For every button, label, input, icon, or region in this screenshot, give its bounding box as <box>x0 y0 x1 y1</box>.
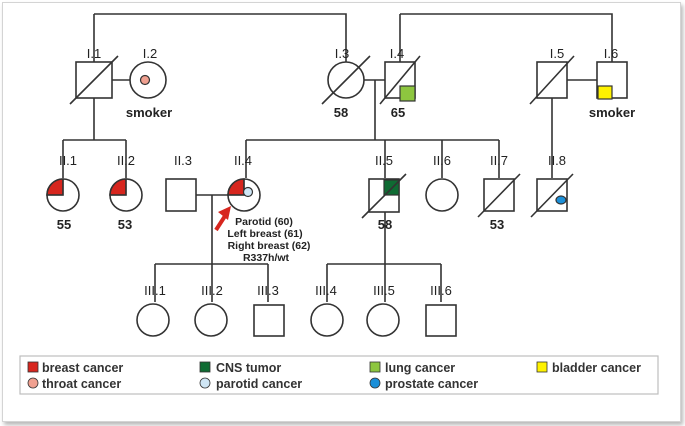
prostate-cancer-mark-ii8 <box>555 195 567 205</box>
line-i4-i6-mating <box>399 13 613 62</box>
label-ii3: II.3 <box>174 153 192 168</box>
label-ii6: II.6 <box>433 153 451 168</box>
deceased-slash-i4 <box>379 55 421 105</box>
symbol-iii6 <box>425 304 457 337</box>
label-i4: I.4 <box>390 46 404 61</box>
breast-cancer-legend-icon <box>27 361 39 373</box>
label-i6: I.6 <box>604 46 618 61</box>
breast-cancer-mark-ii2 <box>109 178 127 196</box>
age-i4: 65 <box>391 105 405 120</box>
symbol-iii2 <box>194 303 228 337</box>
symbol-iii3 <box>253 304 285 337</box>
deceased-slash-ii7 <box>477 173 521 218</box>
parotid-cancer-mark-ii4 <box>242 186 254 198</box>
symbol-iii4 <box>310 303 344 337</box>
proband-note-1: Parotid (60) <box>235 216 293 228</box>
symbol-iii1 <box>136 303 170 337</box>
age-ii7: 53 <box>490 217 504 232</box>
cns-tumor-legend-icon <box>199 361 211 373</box>
legend-box <box>19 355 659 395</box>
deceased-slash-ii8 <box>530 173 574 218</box>
deceased-slash-i1 <box>69 55 119 105</box>
legend-label-prostate-cancer: prostate cancer <box>385 377 478 391</box>
label-iii5: III.5 <box>373 283 395 298</box>
label-ii5: II.5 <box>375 153 393 168</box>
line-i1-children <box>62 98 127 178</box>
legend-label-breast-cancer: breast cancer <box>42 361 123 375</box>
label-i3: I.3 <box>335 46 349 61</box>
proband-arrow <box>214 206 231 232</box>
label-iii2: III.2 <box>201 283 223 298</box>
line-i3-i4-children <box>245 80 500 178</box>
label-ii8: II.8 <box>548 153 566 168</box>
bladder-cancer-legend-icon <box>536 361 548 373</box>
label-ii2: II.2 <box>117 153 135 168</box>
note-i6: smoker <box>589 105 635 120</box>
label-iii3: III.3 <box>257 283 279 298</box>
line-ii3-ii4-children <box>154 195 269 302</box>
breast-cancer-mark-ii1 <box>46 178 64 196</box>
legend: breast cancer CNS tumor lung cancer blad… <box>19 355 659 395</box>
symbol-iii5 <box>366 303 400 337</box>
throat-cancer-mark-i2 <box>139 74 151 86</box>
deceased-slash-i3 <box>321 55 371 105</box>
label-iii4: III.4 <box>315 283 337 298</box>
legend-label-cns-tumor: CNS tumor <box>216 361 281 375</box>
breast-cancer-mark-ii4 <box>227 178 245 196</box>
legend-label-bladder-cancer: bladder cancer <box>552 361 641 375</box>
legend-label-throat-cancer: throat cancer <box>42 377 121 391</box>
line-ii5-children <box>326 212 442 302</box>
label-i1: I.1 <box>87 46 101 61</box>
label-ii4: II.4 <box>234 153 252 168</box>
proband-note-3: Right breast (62) <box>228 240 311 252</box>
age-ii1: 55 <box>57 217 71 232</box>
prostate-cancer-legend-icon <box>369 377 381 389</box>
bladder-cancer-mark-i6 <box>597 85 613 100</box>
proband-note-4: R337h/wt <box>243 252 290 264</box>
age-i3: 58 <box>334 105 348 120</box>
label-i5: I.5 <box>550 46 564 61</box>
deceased-slash-i5 <box>529 55 575 105</box>
symbol-ii6 <box>425 178 459 212</box>
note-i2: smoker <box>126 105 172 120</box>
symbol-ii3 <box>165 178 197 212</box>
label-iii6: III.6 <box>430 283 452 298</box>
legend-label-lung-cancer: lung cancer <box>385 361 455 375</box>
label-ii1: II.1 <box>59 153 77 168</box>
proband-note-2: Left breast (61) <box>227 228 302 240</box>
parotid-cancer-legend-icon <box>199 377 211 389</box>
age-ii2: 53 <box>118 217 132 232</box>
legend-label-parotid-cancer: parotid cancer <box>216 377 302 391</box>
line-i1-i3-mating <box>93 13 347 62</box>
lung-cancer-legend-icon <box>369 361 381 373</box>
label-i2: I.2 <box>143 46 157 61</box>
throat-cancer-legend-icon <box>27 377 39 389</box>
label-iii1: III.1 <box>144 283 166 298</box>
age-ii5: 58 <box>378 217 392 232</box>
deceased-slash-ii5 <box>361 173 407 219</box>
lung-cancer-mark-i4 <box>399 85 416 102</box>
label-ii7: II.7 <box>490 153 508 168</box>
